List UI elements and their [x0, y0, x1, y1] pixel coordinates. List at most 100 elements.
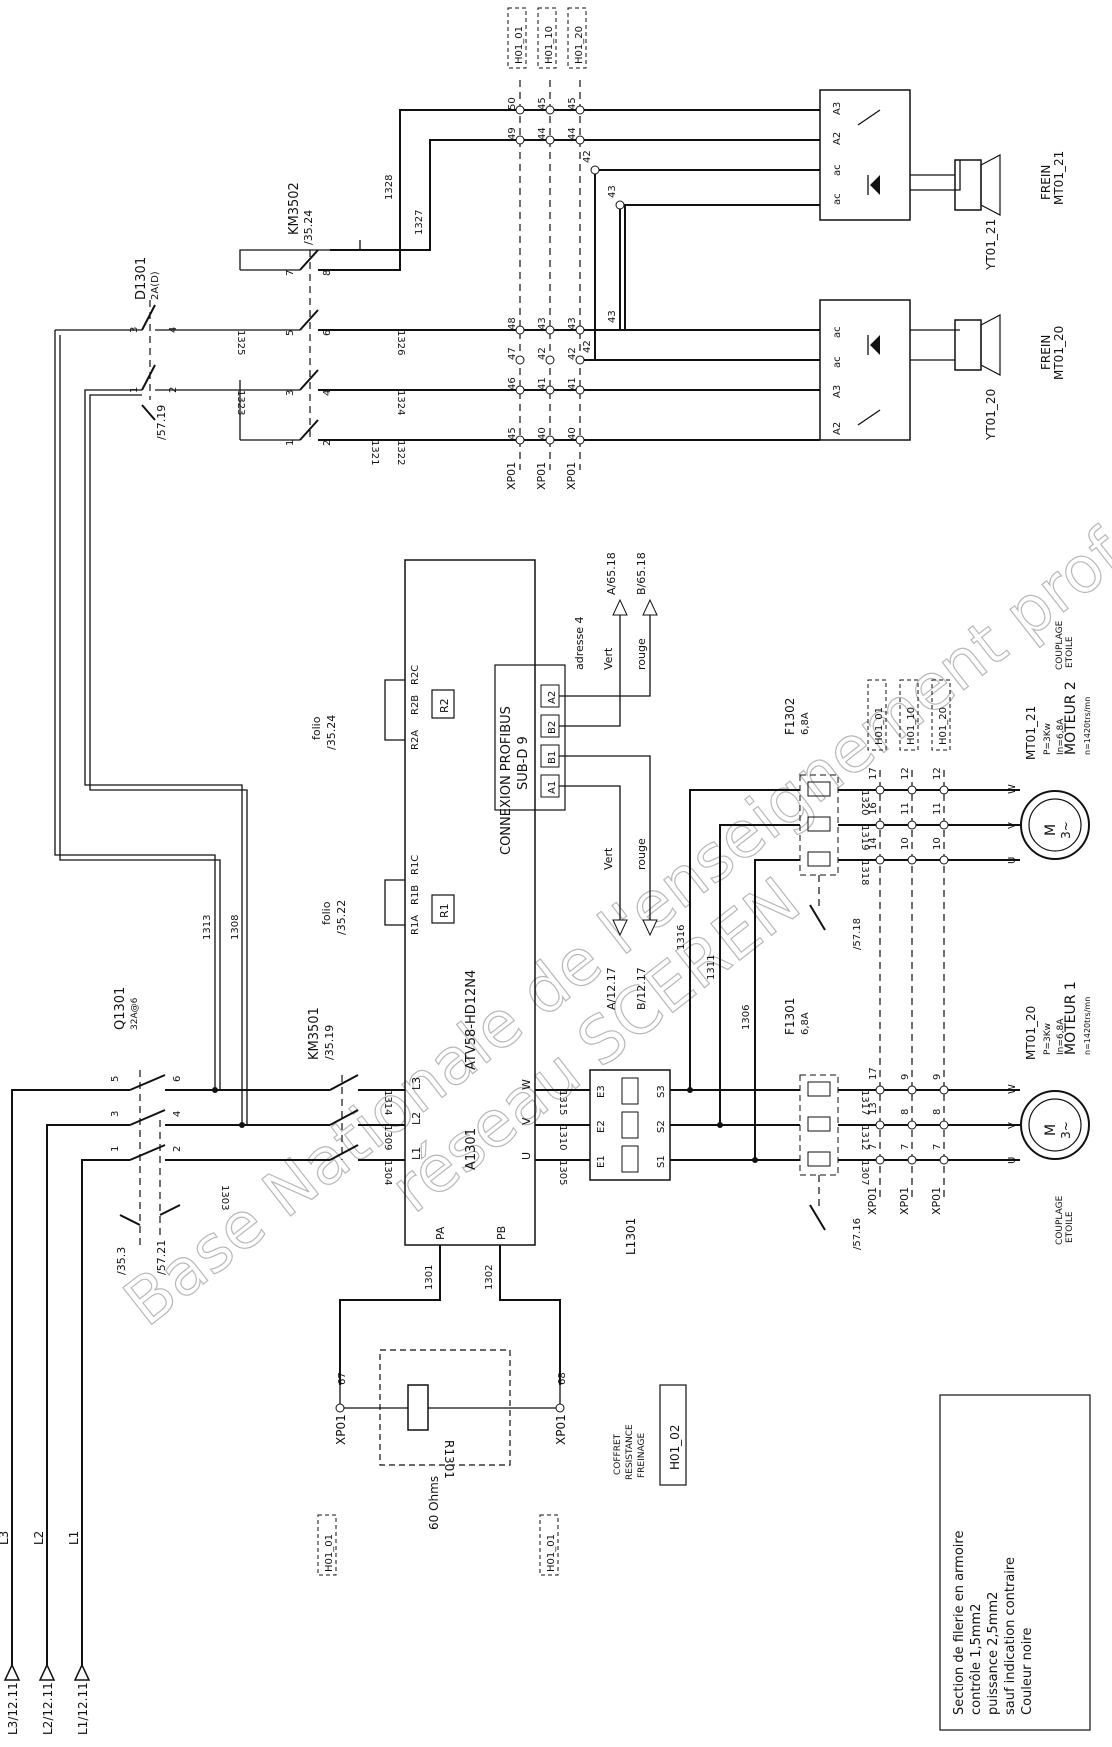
contact — [329, 1109, 359, 1126]
rectifier-box — [819, 89, 911, 221]
rectifier-box — [819, 299, 911, 441]
terminal-label: 43 — [567, 317, 578, 330]
terminal — [515, 135, 525, 145]
drive-body — [404, 559, 536, 1246]
wire-l2 — [46, 1124, 130, 1665]
wire-number: 1319 — [859, 825, 870, 850]
terminal — [875, 1120, 885, 1130]
motor-terminal: V — [1007, 1122, 1018, 1129]
terminal-label: 42 — [582, 150, 593, 163]
wire-number: 1308 — [230, 915, 241, 940]
aux-contact — [809, 904, 826, 931]
relay-r2-wire — [384, 679, 405, 741]
terminal-label: 44 — [567, 127, 578, 140]
motor-2-power: P=3Kw — [1043, 723, 1053, 755]
motor-1-symbol — [1020, 1090, 1090, 1160]
terminal-label: 40 — [537, 427, 548, 440]
breaker-pole — [129, 1109, 166, 1126]
terminal-label: 6 — [172, 1076, 183, 1082]
terminal-label: 43 — [607, 310, 618, 323]
drive-terminal: L1 — [410, 1147, 423, 1160]
terminal-label: 41 — [567, 377, 578, 390]
brake-label: MT01_21 — [1052, 151, 1066, 205]
resistor-box-title: FREINAGE — [637, 1433, 647, 1478]
phase-label-l1: L1 — [67, 1531, 81, 1545]
choke-coil — [621, 1111, 639, 1139]
terminal — [875, 785, 885, 795]
terminal-label: 1 — [129, 387, 140, 393]
choke-coil — [621, 1077, 639, 1105]
terminal-label: 11 — [932, 802, 943, 815]
terminal-label: 43 — [537, 317, 548, 330]
terminal-label: 2 — [172, 1146, 183, 1152]
terminal — [907, 785, 917, 795]
choke-coil — [621, 1145, 639, 1173]
terminal — [575, 325, 585, 335]
fuse-rating: 6,8A — [800, 1012, 811, 1035]
brake-module-mt01-21: ac ac A2 A3 YT01_21 FREIN MT01_21 — [819, 89, 1066, 271]
terminal — [575, 385, 585, 395]
profibus-address: adresse 4 — [573, 617, 586, 671]
wire-number: 1321 — [369, 440, 380, 465]
contact — [329, 1144, 359, 1161]
brake-icon — [980, 154, 1001, 216]
note-line: puissance 2,5mm2 — [986, 1592, 1001, 1715]
terminal-label: 4 — [322, 390, 333, 396]
terminal-label: 43 — [607, 185, 618, 198]
motor-1-speed: n=1420trs/mn — [1083, 997, 1092, 1055]
tag-box — [567, 7, 587, 69]
fuse-f1301-body — [799, 1074, 839, 1176]
terminal-label: 41 — [537, 377, 548, 390]
fuse-f1302-body — [799, 774, 839, 876]
terminal-label: 11 — [900, 802, 911, 815]
tag-label: H01_01 — [546, 1534, 557, 1572]
pin-label: A3 — [832, 102, 843, 115]
terminal-label: 10 — [932, 837, 943, 850]
strip-label: XP01 — [535, 462, 548, 490]
brake-module-mt01-20: A2 A3 ac ac YT01_20 FREIN MT01_20 — [819, 299, 1066, 441]
terminal-label: 16 — [868, 802, 879, 815]
terminal — [545, 105, 555, 115]
brake-coil — [954, 319, 982, 371]
terminal — [575, 355, 585, 365]
wire-number: 1301 — [424, 1265, 435, 1290]
bus-wire-a-in — [559, 785, 621, 920]
motor-1: M 3~ W V U MT01_20 P=3Kw MOTEUR 1 In=6,8… — [1007, 981, 1092, 1245]
motor-1-name: MT01_20 — [1024, 1006, 1038, 1060]
wire-color: rouge — [635, 638, 648, 670]
pin-label: A2 — [832, 132, 843, 145]
terminal-label: 8 — [932, 1109, 943, 1115]
wire-1313 — [54, 330, 216, 1090]
terminal — [515, 355, 525, 365]
q1301-ref-2: /57.21 — [155, 1240, 168, 1275]
q1301-rating: 32A@6 — [130, 997, 140, 1030]
wire-number: 1313 — [202, 915, 213, 940]
tag-label: H01_01 — [874, 707, 885, 745]
profibus-connector-type: SUB-D 9 — [516, 736, 531, 790]
motor-1-coupling: COUPLAGE — [1055, 1195, 1065, 1245]
diode-icon — [870, 175, 880, 195]
relay-contact: R2C — [410, 665, 421, 685]
terminal-label: 13 — [868, 1102, 879, 1115]
motor-1-phase: 3~ — [1059, 1121, 1073, 1139]
terminal-label: 4 — [172, 1111, 183, 1117]
wire-number: 1306 — [741, 1005, 752, 1030]
wire-number: 1303 — [219, 1185, 230, 1210]
terminal-label: 7 — [868, 1144, 879, 1150]
diode-icon — [870, 335, 880, 355]
terminal-strip-label: XP01 — [554, 1414, 568, 1445]
arrow-icon — [612, 598, 628, 616]
bus-wire-b-in — [559, 755, 651, 920]
terminal — [515, 385, 525, 395]
terminal — [545, 325, 555, 335]
strip-label: XP01 — [505, 462, 518, 490]
terminal — [939, 1120, 949, 1130]
contact — [141, 364, 156, 391]
motor-2-inner — [1028, 798, 1082, 852]
relay-r2-folio: folio — [310, 716, 323, 740]
contactor-km3501: KM3501 /35.19 1314 1309 1304 — [307, 1007, 405, 1185]
drive-terminal-pb: PB — [495, 1226, 508, 1240]
terminal-label: 45 — [567, 97, 578, 110]
wire-color: Vert — [602, 847, 615, 870]
note-frame — [939, 1394, 1091, 1731]
